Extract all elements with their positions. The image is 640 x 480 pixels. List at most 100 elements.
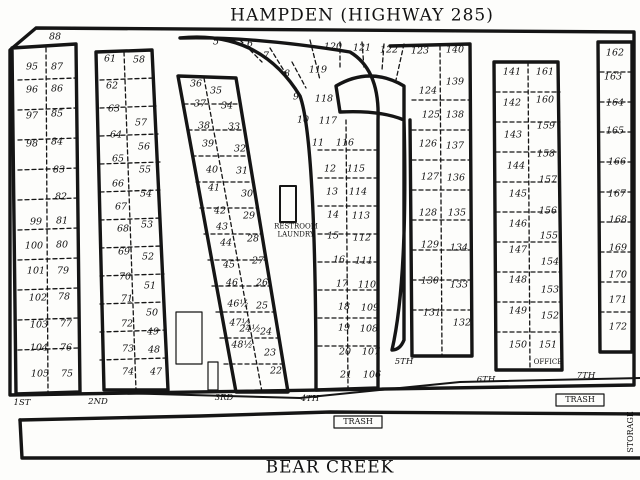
lot-133-label: 133 [449,279,469,291]
lot-12-label: 12 [323,163,337,175]
lot-132-label: 132 [452,317,472,329]
lot-54-label: 54 [139,188,153,200]
lot-24-label: 24 [259,326,273,338]
lot-35-label: 35 [209,85,223,97]
lot-45-label: 45 [222,259,236,271]
block-1 [10,42,82,396]
lot-61-label: 61 [103,53,117,65]
lot-139-label: 139 [445,76,465,88]
lot-162-label: 162 [605,47,625,59]
lot-63-label: 63 [107,103,121,115]
lot-112-label: 112 [352,232,372,244]
trash-box-left [333,415,383,429]
lot-80-label: 80 [55,239,69,251]
lot-37-label: 37 [193,98,207,110]
lot-21-label: 21 [339,369,353,381]
lot-44-label: 44 [219,237,233,249]
lot-142-label: 142 [502,97,522,109]
lot-72-label: 72 [120,318,134,330]
lot-43-label: 43 [215,221,229,233]
creek-label: BEAR CREEK [265,457,395,478]
lot-11-label: 11 [311,137,325,149]
lot-13-label: 13 [325,186,339,198]
shed-small [207,361,219,391]
lot-48-label: 48 [147,344,161,356]
lot-103-label: 103 [29,319,49,331]
lot-125-label: 125 [421,109,441,121]
lot-50-label: 50 [145,307,159,319]
lot-16-label: 16 [332,254,346,266]
block-6 [492,60,564,372]
lot-116-label: 116 [335,137,355,149]
lot-136-label: 136 [446,172,466,184]
block-7 [596,40,634,354]
lot-77-label: 77 [59,318,73,330]
lot-5-label: 5 [212,36,220,48]
lot-155-label: 155 [539,230,559,242]
lot-7-label: 7 [262,50,270,62]
lot-129-label: 129 [420,239,440,251]
lot-169-label: 169 [608,242,628,254]
street-3rd: 3RD [214,392,234,403]
lot-78-label: 78 [57,291,71,303]
lot-109-label: 109 [360,302,380,314]
lot-131-label: 131 [422,307,442,319]
lot-40-label: 40 [205,164,219,176]
lot-52-label: 52 [141,251,155,263]
lot-120-label: 120 [323,41,343,53]
lot-86-label: 86 [50,83,64,95]
lot-119-label: 119 [308,64,328,76]
lot-46h-label: 46½ [227,298,249,310]
lot-25-label: 25 [255,300,269,312]
lot-67-label: 67 [114,201,128,213]
lot-106-label: 106 [362,369,382,381]
lot-149-label: 149 [508,305,528,317]
lot-36-label: 36 [189,78,203,90]
lot-88-label: 88 [48,31,62,43]
lot-71-label: 71 [120,293,134,305]
lot-65-label: 65 [111,153,125,165]
lot-165-label: 165 [605,125,625,137]
lot-62-label: 62 [105,80,119,92]
street-2nd: 2ND [88,396,108,407]
lot-114-label: 114 [348,186,368,198]
lot-82-label: 82 [54,191,68,203]
lot-137-label: 137 [445,140,465,152]
lot-110-label: 110 [357,279,377,291]
lot-41-label: 41 [207,182,221,194]
lot-39-label: 39 [201,138,215,150]
lot-154-label: 154 [540,256,560,268]
lot-107-label: 107 [361,346,381,358]
trash-left-label: TRASH [343,417,373,426]
lot-29-label: 29 [242,210,256,222]
lot-130-label: 130 [420,275,440,287]
lot-144-label: 144 [506,160,526,172]
lot-46-label: 46 [225,277,239,289]
lot-111-label: 111 [354,255,374,267]
lot-158-label: 158 [536,148,556,160]
lot-23-label: 23 [263,347,277,359]
block-5 [334,74,407,352]
trash-box-right [555,393,605,407]
lot-147-label: 147 [508,244,528,256]
lot-27-label: 27 [251,255,265,267]
lot-163-label: 163 [603,71,623,83]
lot-151-label: 151 [538,339,558,351]
lot-117-label: 117 [318,115,338,127]
lot-157-label: 157 [538,174,558,186]
lot-33-label: 33 [227,121,241,133]
lot-47h-label: 47½ [229,317,251,329]
lot-118-label: 118 [314,93,334,105]
lot-10-label: 10 [296,114,310,126]
lot-104-label: 104 [29,342,49,354]
lot-167-label: 167 [607,188,627,200]
lot-19-label: 19 [337,322,351,334]
lot-159-label: 159 [536,120,556,132]
lot-148-label: 148 [508,274,528,286]
lot-32-label: 32 [233,143,247,155]
lot-156-label: 156 [538,205,558,217]
restroom-building [279,185,297,223]
lot-168-label: 168 [608,214,628,226]
